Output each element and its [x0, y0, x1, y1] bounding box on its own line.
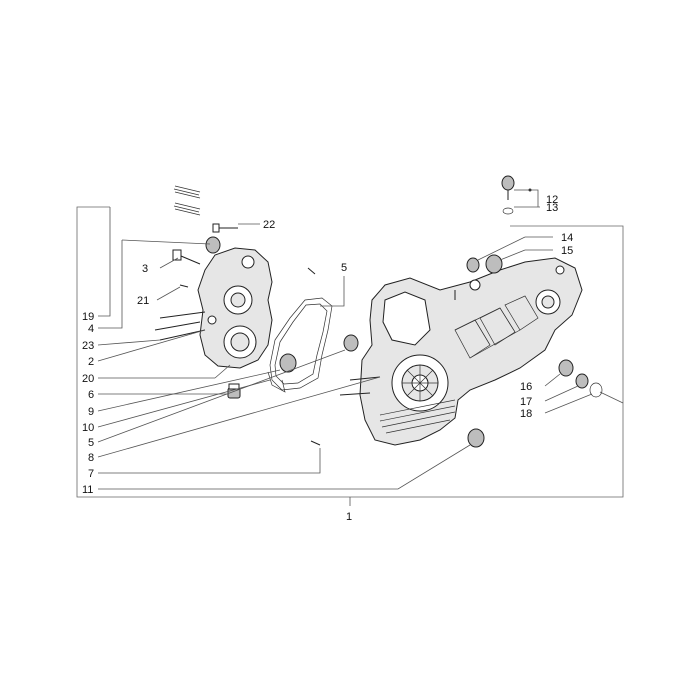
seal-ring	[279, 353, 297, 373]
bolt	[172, 249, 201, 265]
callout-18: 18	[520, 408, 532, 420]
crankcase-right-half	[339, 257, 583, 446]
seal-ring	[467, 428, 485, 448]
callout-21: 21	[137, 295, 149, 307]
callout-5-upper: 5	[341, 262, 347, 274]
leader-lines	[97, 188, 624, 490]
callout-1: 1	[346, 511, 352, 523]
callout-11: 11	[82, 484, 93, 496]
callout-3: 3	[142, 263, 148, 275]
callout-8: 8	[88, 452, 94, 464]
callout-12: 12	[546, 194, 558, 206]
seal-ring	[558, 359, 574, 377]
callout-15: 15	[561, 245, 573, 257]
circlip	[589, 382, 603, 398]
o-ring	[502, 207, 514, 215]
callout-19: 19	[82, 311, 94, 323]
sensor	[501, 175, 515, 200]
callout-10: 10	[82, 422, 94, 434]
assembly-frame	[76, 206, 624, 506]
seal-ring	[343, 334, 359, 352]
callout-14: 14	[561, 232, 573, 244]
callout-5-lower: 5	[88, 437, 94, 449]
callout-20: 20	[82, 373, 94, 385]
stud	[159, 311, 206, 319]
stud	[154, 321, 201, 331]
callout-7: 7	[88, 468, 94, 480]
bracket	[267, 371, 286, 393]
dowel	[307, 267, 316, 275]
pin	[310, 440, 321, 446]
bolt	[212, 223, 238, 233]
callout-13: 13	[546, 202, 558, 214]
gasket	[269, 297, 333, 391]
crankcase-left-half	[197, 247, 273, 369]
callout-16: 16	[520, 381, 532, 393]
seal-ring	[485, 254, 503, 274]
callout-labels: 1 2 3 4 5 5 6 7 8 9 10 11 12 13 14 15 16…	[82, 194, 573, 523]
callout-23: 23	[82, 340, 94, 352]
seal-ring	[466, 257, 480, 273]
seal-ring	[205, 236, 221, 254]
callout-22: 22	[263, 219, 275, 231]
callout-4: 4	[88, 323, 94, 335]
pin	[179, 284, 189, 288]
seal-ring	[575, 373, 589, 389]
callout-6: 6	[88, 389, 94, 401]
callout-9: 9	[88, 406, 94, 418]
spring-pair	[173, 185, 201, 216]
stud	[159, 329, 206, 341]
callout-17: 17	[520, 396, 532, 408]
callout-2: 2	[88, 356, 94, 368]
